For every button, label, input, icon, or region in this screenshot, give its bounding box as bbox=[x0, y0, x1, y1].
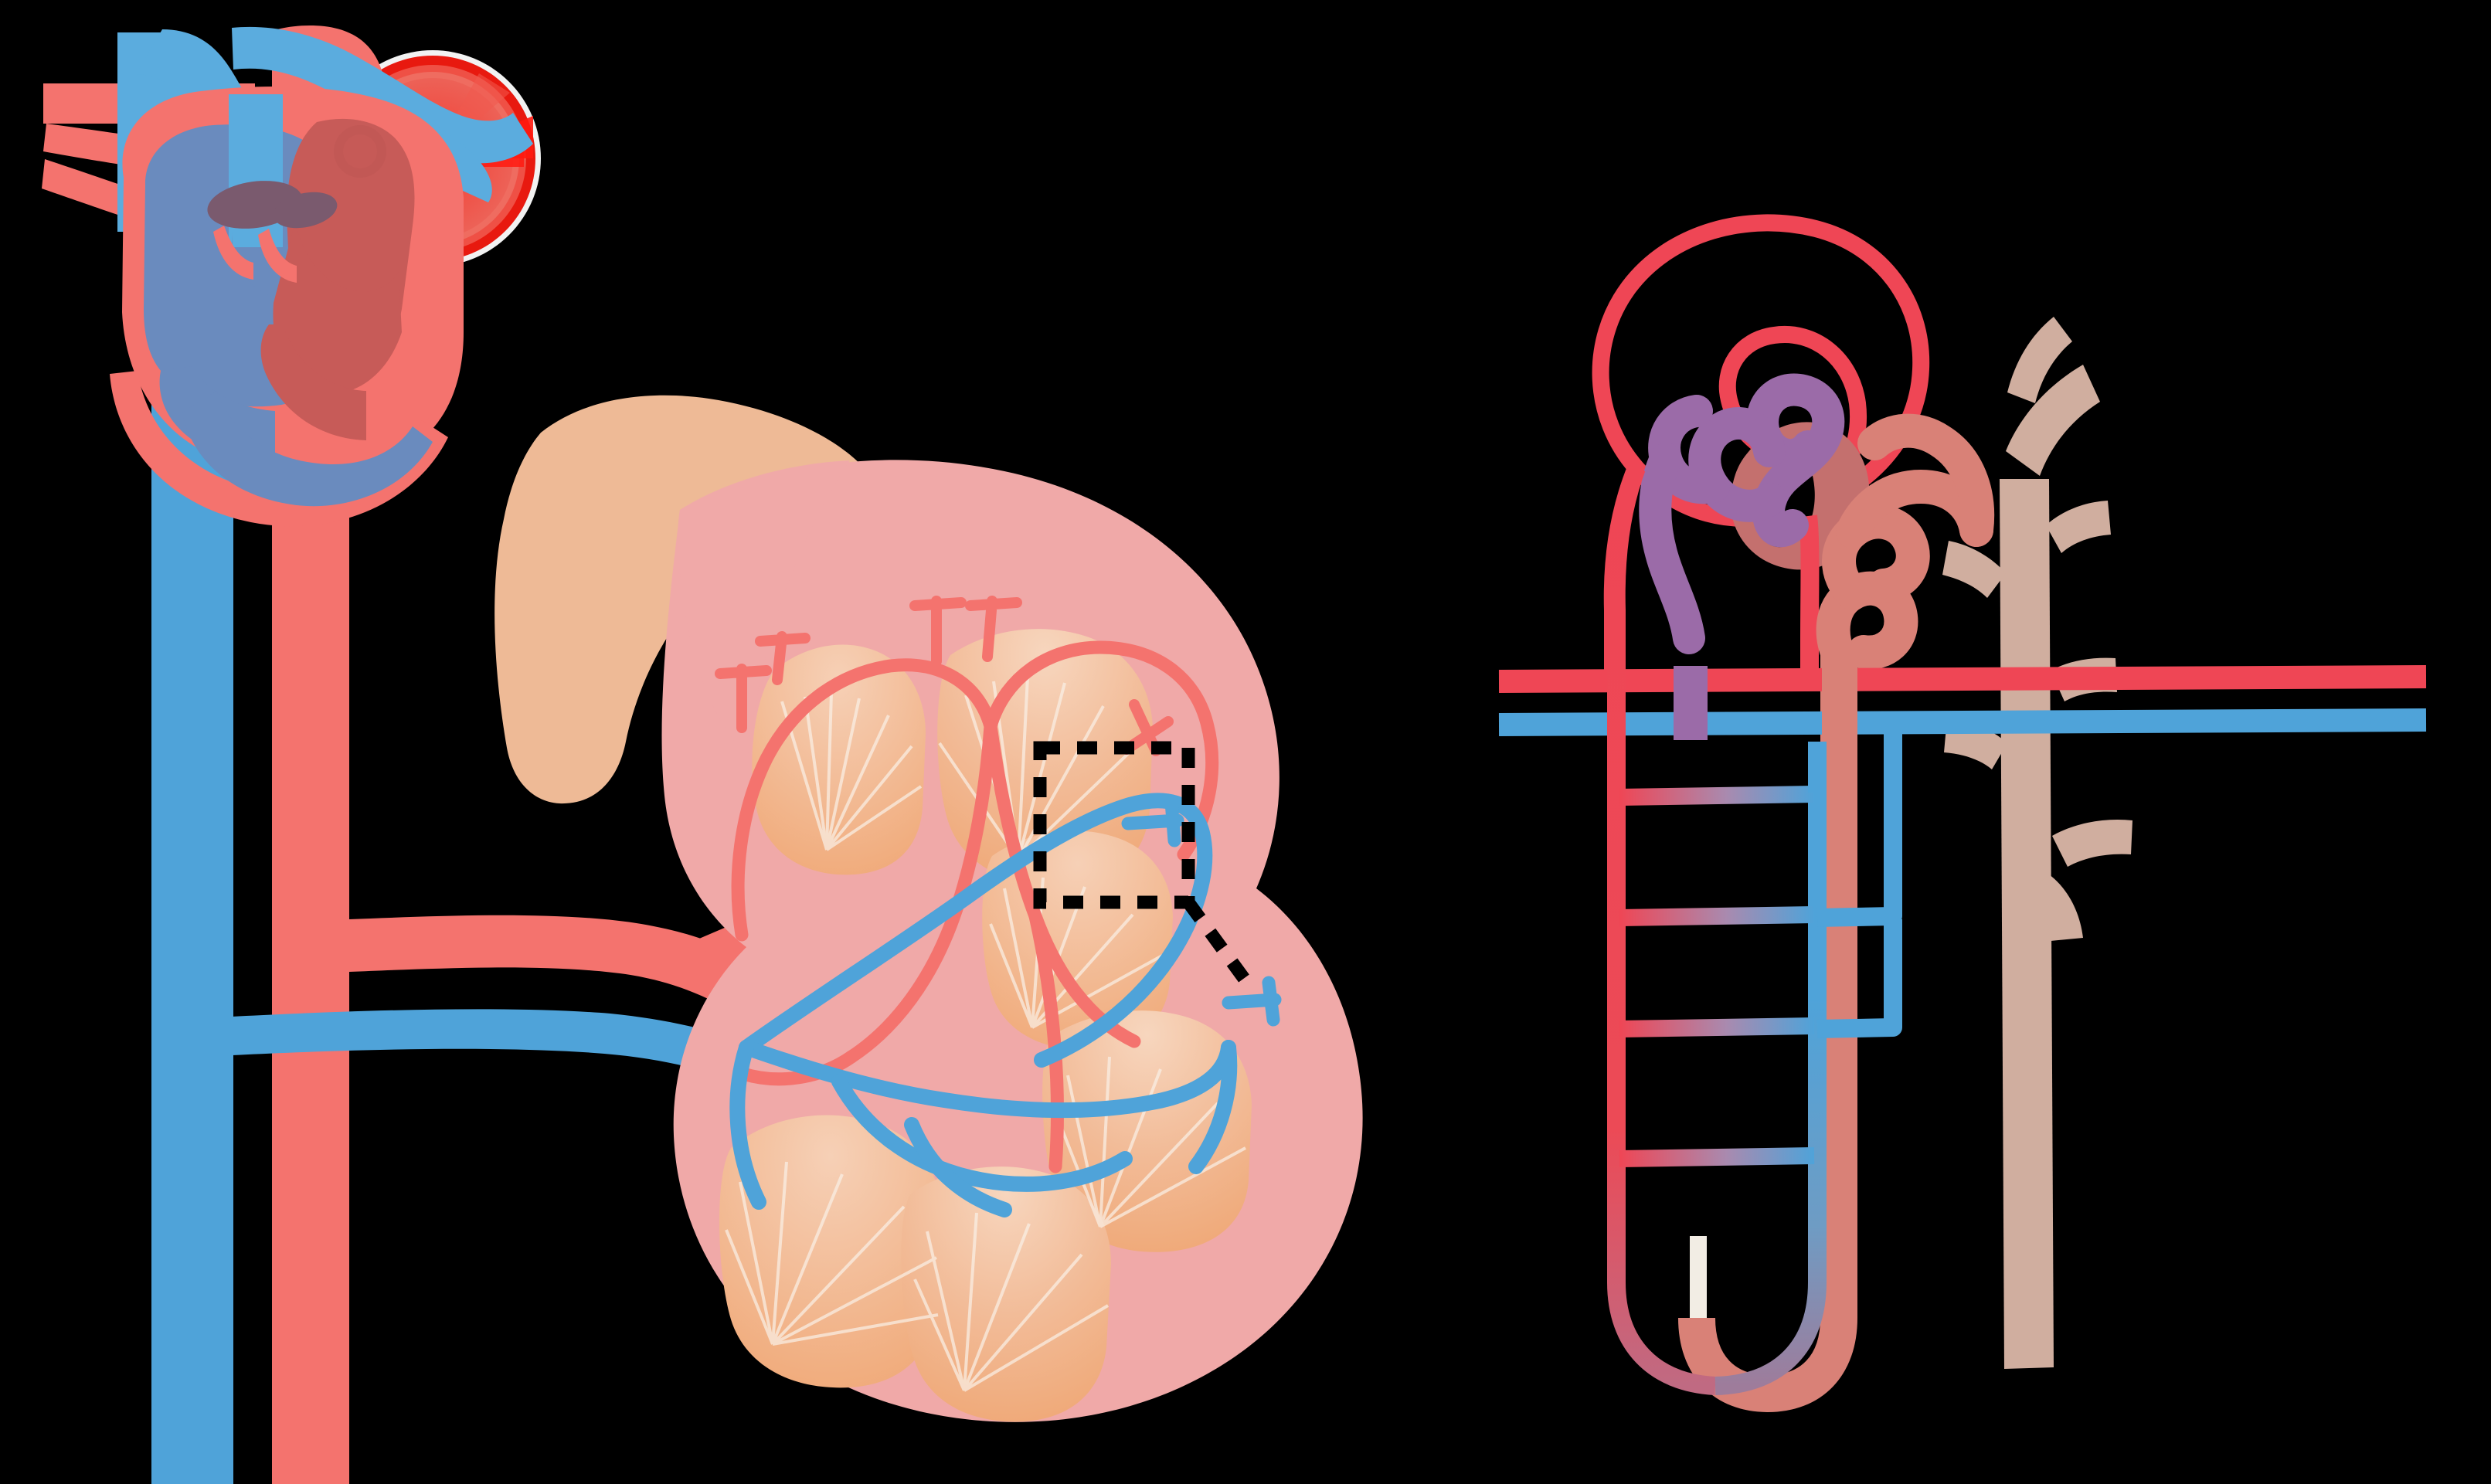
efferent-arteriole bbox=[1799, 514, 1820, 684]
renal-vein bbox=[232, 1009, 749, 1085]
distal-convoluted-tubule bbox=[1816, 413, 1995, 674]
kidney bbox=[661, 460, 1363, 1422]
left-ventricle bbox=[260, 118, 415, 440]
cortical-capillary-network bbox=[1808, 726, 1902, 1038]
right-panel-nephron bbox=[1498, 214, 2427, 1412]
arcuate-vein bbox=[1498, 708, 2427, 736]
tubule-crossings bbox=[1674, 661, 1857, 740]
interlobar-arteries bbox=[731, 640, 1219, 1173]
ascending-limb bbox=[1678, 649, 1857, 1412]
peritubular-capillaries bbox=[1619, 786, 1815, 1167]
renal-artery bbox=[349, 915, 749, 1018]
interlobar-veins bbox=[729, 793, 1238, 1217]
proximal-convoluted-tubule bbox=[1639, 373, 1845, 654]
left-panel-name: heart-and-kidney-circulation bbox=[8, 13, 160, 26]
vasa-recta-descending bbox=[1606, 464, 1716, 1395]
callout-box bbox=[1033, 741, 1252, 987]
venule-ticks bbox=[1121, 795, 1282, 1027]
right-panel-name: nephron-detail bbox=[8, 25, 87, 39]
collecting-duct bbox=[1942, 317, 2132, 1369]
pyramid-striations bbox=[725, 676, 1246, 1392]
left-panel-circulation bbox=[42, 25, 1363, 1484]
right-ventricle bbox=[182, 391, 433, 507]
figure-title: Renal circulation and nephron anatomy bbox=[8, 1, 223, 14]
vasa-recta-ascending bbox=[1714, 742, 1827, 1395]
heart-valves bbox=[207, 181, 338, 283]
arcuate-artery bbox=[1498, 665, 2427, 693]
